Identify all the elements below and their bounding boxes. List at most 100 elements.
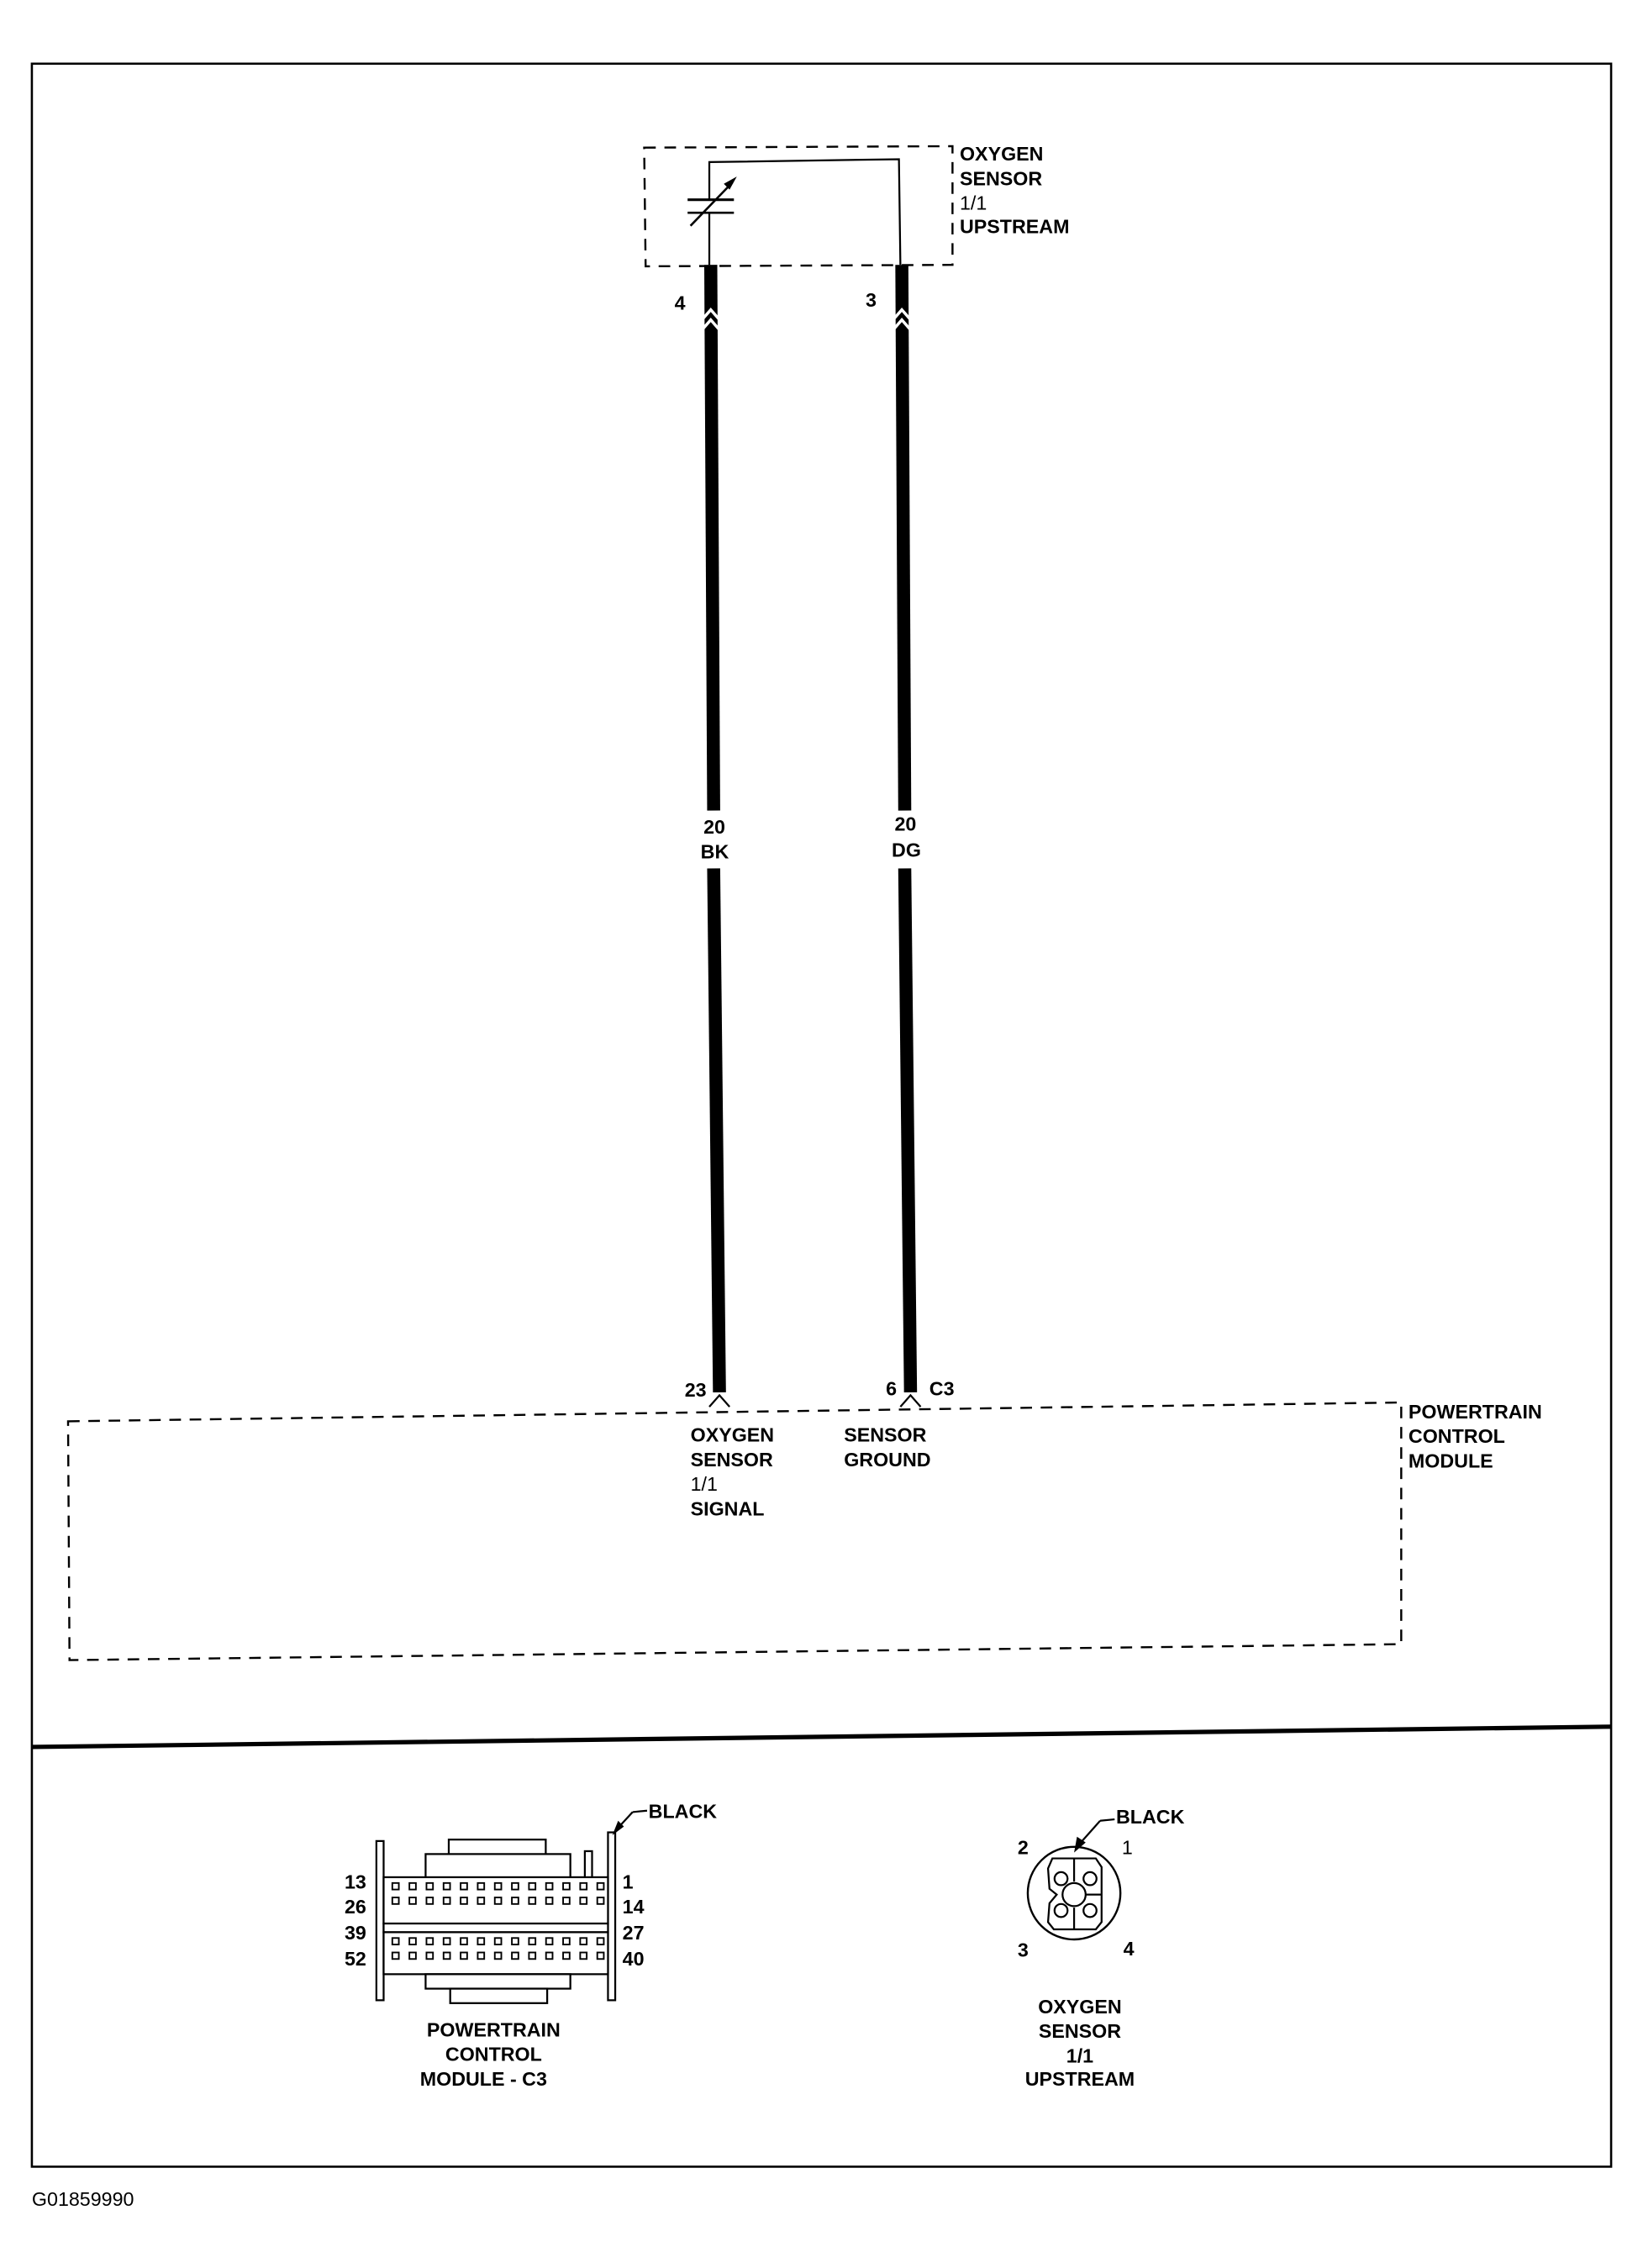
- pcm-pin-23: 23: [685, 1379, 707, 1401]
- pin-cavity: [477, 1897, 486, 1905]
- pcm-label: CONTROL: [1409, 1425, 1505, 1447]
- pin-cavity: [391, 1951, 400, 1960]
- connector-pin-grid: [391, 1881, 605, 1960]
- pin-cavity: [511, 1951, 519, 1960]
- oxygen-sensor-connector-view: BLACK 2 1 3 4 OXYGEN SENSOR 1/1 UPSTREAM: [1018, 1806, 1185, 2090]
- pin-cavity: [596, 1951, 605, 1960]
- pin-cavity: [408, 1881, 417, 1891]
- pin-cavity: [408, 1951, 417, 1960]
- wire-bk: 4 20 BK 23: [675, 265, 730, 1408]
- pin-cavity: [528, 1897, 537, 1905]
- pin-label: 14: [623, 1896, 645, 1918]
- pin-cavity: [408, 1897, 417, 1905]
- pin-cavity: [460, 1951, 468, 1960]
- connector-name: CONTROL: [445, 2044, 542, 2065]
- figure-id: G01859990: [32, 2188, 134, 2210]
- pin-cavity: [477, 1937, 486, 1945]
- variable-arrow-icon: [689, 182, 734, 227]
- pin-function-signal: SENSOR: [691, 1449, 773, 1471]
- sensor-pin-4: 4: [675, 292, 686, 314]
- pin-cavity: [596, 1881, 605, 1891]
- oxygen-sensor-label: 1/1: [960, 192, 987, 214]
- pin-label: 52: [345, 1948, 366, 1970]
- pin-label: 13: [345, 1871, 366, 1893]
- connector-name: OXYGEN: [1038, 1996, 1121, 2018]
- pin-cavity: [425, 1951, 434, 1960]
- pin-cavity: [596, 1937, 605, 1945]
- pin-cavity: [579, 1937, 588, 1945]
- pin-cavity: [477, 1881, 486, 1891]
- sensor-pin-3: 3: [866, 289, 877, 311]
- pin-cavity: [460, 1881, 468, 1891]
- pin-cavity: [493, 1897, 503, 1905]
- pin-cavity: [493, 1951, 503, 1960]
- pin-cavity: [425, 1881, 434, 1891]
- diagram-frame: [30, 62, 1613, 2168]
- pin-cavity: [545, 1881, 554, 1891]
- pin-cavity: [562, 1881, 571, 1891]
- pcm-c3-connector-view: BLACK 13 26 39 52 1 14 27 40 POWERTRAIN …: [345, 1800, 717, 2090]
- wire-dg: 3 20 DG 6 C3: [866, 265, 955, 1408]
- wire-gauge: 20: [894, 813, 916, 835]
- pin-cavity: [528, 1951, 537, 1960]
- pcm-label: MODULE: [1409, 1450, 1493, 1472]
- pin-cavity: [545, 1897, 554, 1905]
- pin-label: 27: [623, 1922, 645, 1944]
- pin-cavity: [562, 1937, 571, 1945]
- pin-label: 26: [345, 1896, 366, 1918]
- pin-label: 40: [623, 1948, 645, 1970]
- pin-cavity: [579, 1881, 588, 1891]
- connector-name: SENSOR: [1039, 2020, 1121, 2042]
- pin-cavity: [545, 1951, 554, 1960]
- pin-cavity: [442, 1881, 451, 1891]
- pin-label: 39: [345, 1922, 366, 1944]
- pin-function-signal: 1/1: [691, 1473, 718, 1495]
- pin-function-signal: SIGNAL: [691, 1497, 765, 1519]
- wire-gauge: 20: [703, 816, 725, 838]
- pin-cavity: [596, 1897, 605, 1905]
- pin-label: 1: [623, 1871, 634, 1893]
- pin-function-ground: SENSOR: [844, 1424, 926, 1446]
- connector-name: POWERTRAIN: [427, 2018, 561, 2040]
- pin-cavity: [579, 1951, 588, 1960]
- connector-name: MODULE - C3: [420, 2068, 547, 2090]
- pin-cavity: [460, 1937, 468, 1945]
- pin-cavity: [391, 1897, 400, 1905]
- pin-cavity: [511, 1937, 519, 1945]
- pin-label: 2: [1018, 1836, 1029, 1858]
- pin-cavity: [391, 1881, 400, 1891]
- connector-name: 1/1: [1066, 2044, 1093, 2066]
- pin-cavity: [442, 1937, 451, 1945]
- wire-color-code: DG: [892, 839, 921, 861]
- pin-cavity: [579, 1897, 588, 1905]
- oxygen-sensor-label: SENSOR: [960, 167, 1042, 189]
- section-divider: [31, 1724, 1612, 1750]
- pin-cavity: [493, 1937, 503, 1945]
- connector-name: UPSTREAM: [1025, 2068, 1135, 2090]
- pin-cavity: [511, 1881, 519, 1891]
- pin-cavity: [425, 1897, 434, 1905]
- pin-cavity: [425, 1937, 434, 1945]
- wire-color-code: BK: [701, 840, 729, 862]
- pcm-label: POWERTRAIN: [1409, 1401, 1542, 1423]
- oxygen-sensor-label: UPSTREAM: [960, 215, 1069, 237]
- pin-function-ground: GROUND: [844, 1449, 930, 1471]
- pin-cavity: [545, 1937, 554, 1945]
- pin-cavity: [562, 1897, 571, 1905]
- pin-cavity: [442, 1897, 451, 1905]
- pin-cavity: [391, 1937, 400, 1945]
- pin-cavity: [511, 1897, 519, 1905]
- pin-label: 4: [1124, 1938, 1135, 1960]
- pin-cavity: [442, 1951, 451, 1960]
- pin-cavity: [408, 1937, 417, 1945]
- pin-function-signal: OXYGEN: [691, 1424, 774, 1446]
- pcm-pin-6: 6: [886, 1377, 897, 1399]
- pin-label: 1: [1122, 1836, 1133, 1858]
- pin-cavity: [493, 1881, 503, 1891]
- pin-cavity: [528, 1881, 537, 1891]
- pcm-connector-chevron-icon: [708, 1393, 730, 1408]
- pin-label: 3: [1018, 1939, 1029, 1961]
- pcm-connector-id: C3: [929, 1377, 955, 1399]
- pcm-component: POWERTRAIN CONTROL MODULE OXYGEN SENSOR …: [66, 1401, 1542, 1661]
- pin-cavity: [528, 1937, 537, 1945]
